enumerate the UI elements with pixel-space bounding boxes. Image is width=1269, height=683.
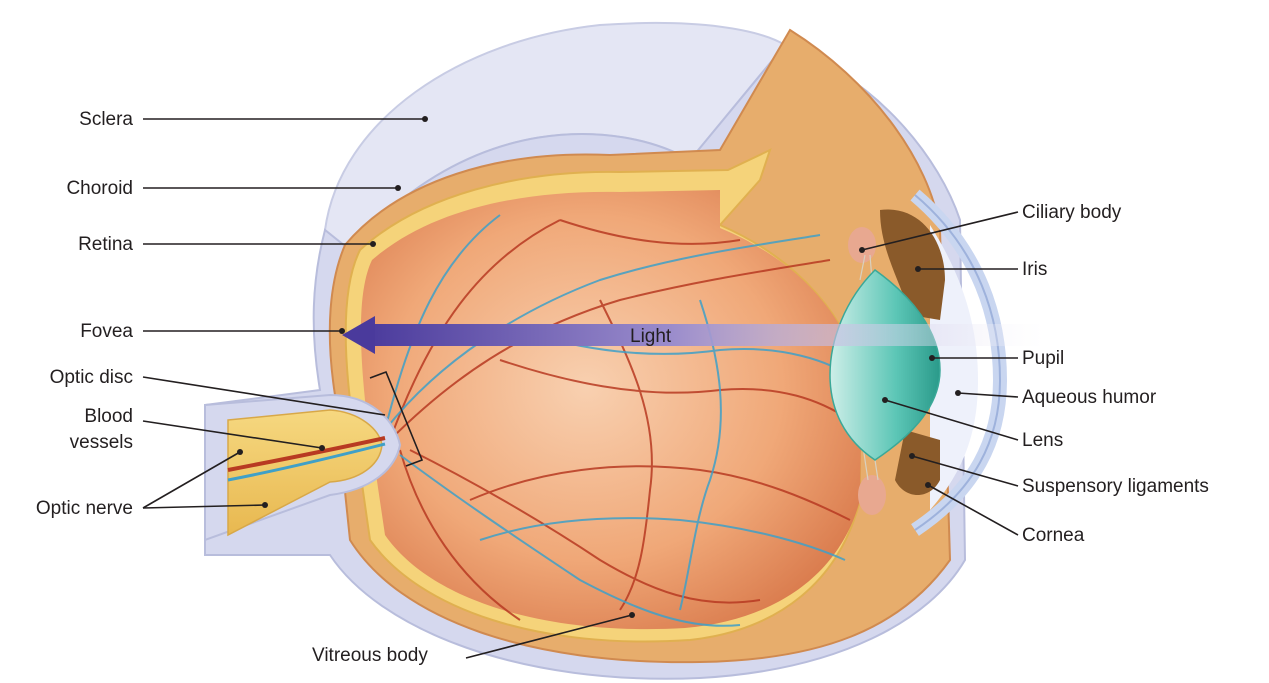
label-fovea: Fovea	[80, 320, 133, 343]
label-pupil: Pupil	[1022, 347, 1064, 370]
label-retina: Retina	[78, 233, 133, 256]
label-lens: Lens	[1022, 429, 1063, 452]
label-light: Light	[630, 325, 671, 348]
label-optic-disc: Optic disc	[50, 366, 133, 389]
label-blood-vessels: Blood vessels	[70, 404, 133, 456]
label-sclera: Sclera	[79, 108, 133, 131]
label-ciliary-body: Ciliary body	[1022, 201, 1121, 224]
label-blood-vessels-line1: Blood	[70, 404, 133, 430]
label-choroid: Choroid	[66, 177, 133, 200]
label-iris: Iris	[1022, 258, 1047, 281]
label-cornea: Cornea	[1022, 524, 1084, 547]
label-blood-vessels-line2: vessels	[70, 430, 133, 456]
label-optic-nerve: Optic nerve	[36, 497, 133, 520]
label-aqueous-humor: Aqueous humor	[1022, 386, 1156, 409]
label-suspensory-ligaments: Suspensory ligaments	[1022, 475, 1209, 498]
label-vitreous-body: Vitreous body	[312, 644, 428, 667]
